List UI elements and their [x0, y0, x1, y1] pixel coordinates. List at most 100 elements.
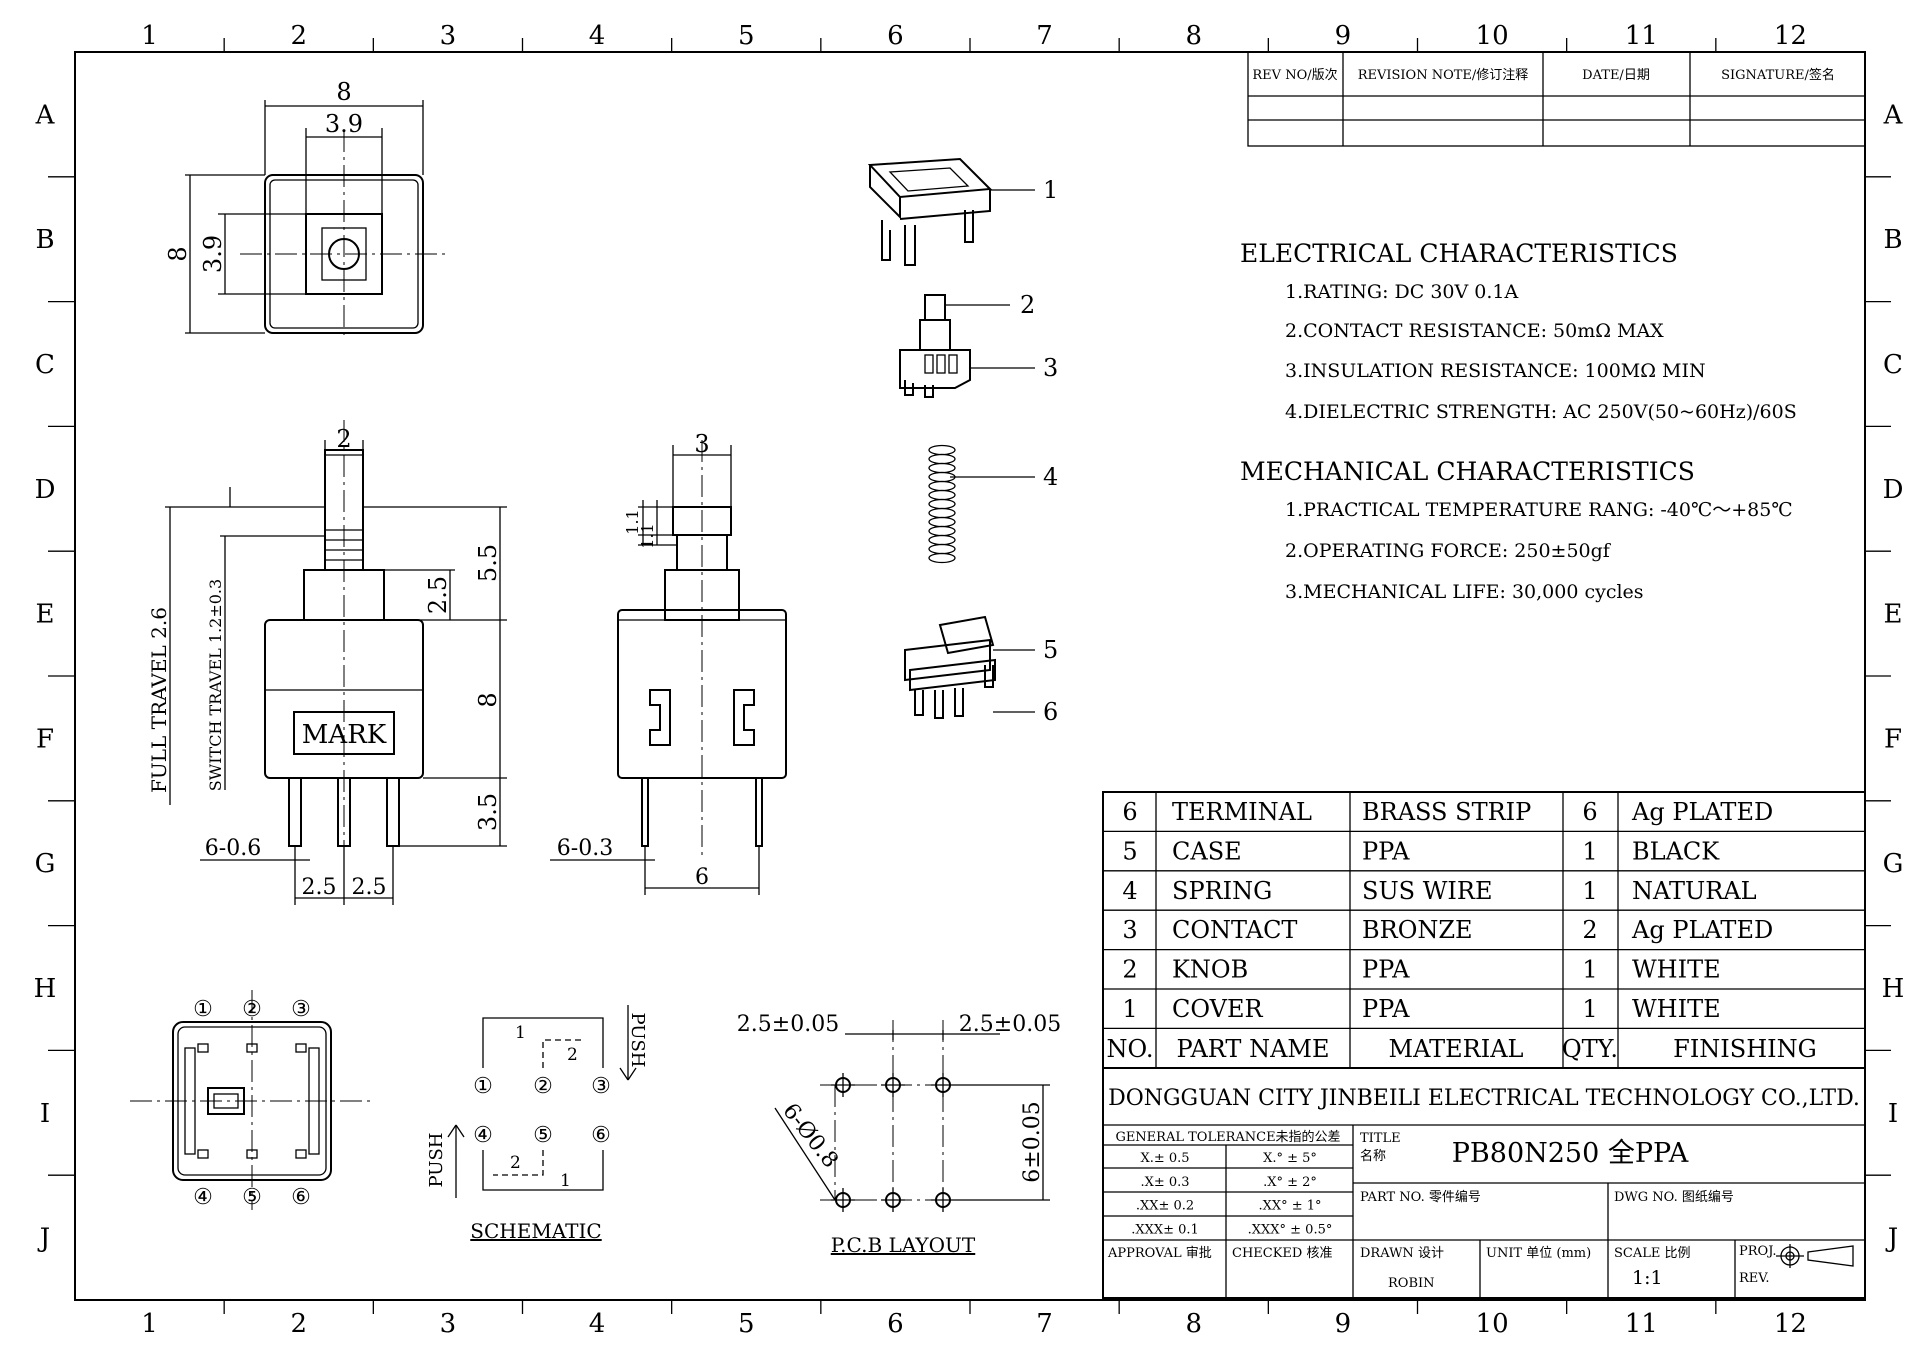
electrical-item-1: 1.RATING: DC 30V 0.1A — [1285, 281, 1519, 303]
dim-pin-pitch-2-5-left: 2.5 — [302, 875, 337, 900]
bom-header-qty: QTY. — [1562, 1035, 1618, 1063]
bom-cell-finishing: NATURAL — [1632, 877, 1757, 905]
schematic-pin-6: ⑥ — [591, 1123, 611, 1148]
grid-col-label: 2 — [290, 1309, 307, 1339]
checked-label: CHECKED 核准 — [1232, 1246, 1332, 1261]
pin-label-1: ① — [193, 997, 213, 1022]
dim-pcb-vertical-6: 6±0.05 — [1020, 1101, 1045, 1182]
schematic-pin-5: ⑤ — [533, 1123, 553, 1148]
bom-cell-no: 3 — [1122, 916, 1137, 944]
grid-col-label: 7 — [1036, 21, 1053, 51]
grid-col-label: 11 — [1625, 1309, 1658, 1339]
spring-coil — [928, 498, 956, 510]
rev-header-no: REV NO/版次 — [1252, 67, 1337, 83]
pin-layout-view: ① ② ③ ④ ⑤ ⑥ — [130, 990, 370, 1210]
dim-top-inner-3-9: 3.9 — [325, 110, 363, 138]
part-callout-6: 6 — [1043, 698, 1058, 726]
spring-coil — [928, 525, 956, 537]
bom-cell-part-name: COVER — [1172, 995, 1263, 1023]
rev-header-signature: SIGNATURE/签名 — [1721, 67, 1835, 83]
bom-cell-part-name: KNOB — [1172, 956, 1248, 984]
spring-coil — [928, 444, 956, 456]
electrical-item-2: 2.CONTACT RESISTANCE: 50mΩ MAX — [1285, 320, 1664, 342]
dim-pin-pitch-2-5-right: 2.5 — [352, 875, 387, 900]
title-label: TITLE — [1360, 1131, 1401, 1146]
dim-pcb-pitch-left: 2.5±0.05 — [737, 1012, 839, 1037]
exploded-parts-view: 1 2 3 4 5 6 — [867, 157, 1058, 726]
pin-label-5: ⑤ — [242, 1185, 262, 1210]
grid-row-label: A — [1883, 100, 1904, 130]
schematic-contact-2-bottom: 2 — [510, 1153, 521, 1173]
bom-header-finishing: FINISHING — [1673, 1035, 1817, 1063]
projection-symbol-icon — [1776, 1244, 1854, 1268]
part-callout-3: 3 — [1043, 354, 1058, 382]
bom-cell-part-name: TERMINAL — [1172, 798, 1312, 826]
bom-cell-qty: 1 — [1582, 837, 1597, 865]
bom-cell-material: BRASS STRIP — [1362, 798, 1531, 826]
schematic-contact-1-top: 1 — [515, 1023, 526, 1043]
front-view-drawing: MARK 2 5.5 8 3.5 2.5 FULL TRAVEL 2.6 SWI… — [147, 420, 507, 905]
tolerance-linear: .X± 0.3 — [1140, 1175, 1189, 1190]
dim-full-travel: FULL TRAVEL 2.6 — [147, 607, 171, 793]
grid-col-label: 3 — [440, 21, 457, 51]
pin-pad — [295, 1043, 307, 1053]
pin-label-2: ② — [242, 997, 262, 1022]
grid-col-label: 6 — [887, 21, 904, 51]
dwg-no-label: DWG NO. 图纸编号 — [1614, 1190, 1734, 1205]
bom-cell-no: 2 — [1122, 956, 1137, 984]
bom-cell-qty: 1 — [1582, 956, 1597, 984]
scale-label: SCALE 比例 — [1614, 1246, 1691, 1261]
pcb-hole — [881, 1073, 905, 1097]
grid-col-label: 1 — [141, 1309, 158, 1339]
bom-cell-part-name: CONTACT — [1172, 916, 1297, 944]
side-view-drawing: 3 1.1 1.1 6-0.3 6 — [550, 430, 787, 895]
grid-col-label: 6 — [887, 1309, 904, 1339]
spring-coil — [928, 462, 956, 474]
electrical-characteristics: ELECTRICAL CHARACTERISTICS 1.RATING: DC … — [1240, 239, 1797, 423]
mechanical-item-1: 1.PRACTICAL TEMPERATURE RANG: -40℃～+85℃ — [1285, 499, 1793, 521]
bom-cell-no: 6 — [1122, 798, 1137, 826]
dim-knob-step-1-1-b: 1.1 — [638, 523, 657, 548]
bom-cell-part-name: SPRING — [1172, 877, 1272, 905]
bom-header-no: NO. — [1107, 1035, 1154, 1063]
grid-col-label: 4 — [589, 1309, 606, 1339]
drawn-label: DRAWN 设计 — [1360, 1246, 1444, 1261]
spring-coil — [928, 480, 956, 492]
pcb-layout-view: 2.5±0.05 2.5±0.05 6±0.05 6-Ø0.8 P.C.B LA… — [737, 1012, 1061, 1257]
grid-col-label: 9 — [1335, 1309, 1352, 1339]
spring-coil — [928, 516, 956, 528]
grid-col-label: 3 — [440, 1309, 457, 1339]
schematic-pin-2: ② — [533, 1074, 553, 1099]
top-view-drawing: 8 3.9 8 3.9 — [164, 78, 450, 340]
schematic-pin-1: ① — [473, 1074, 493, 1099]
bom-cell-no: 1 — [1122, 995, 1137, 1023]
company-name: DONGGUAN CITY JINBEILI ELECTRICAL TECHNO… — [1108, 1086, 1860, 1111]
schematic-diagram: ① ② ③ ④ ⑤ ⑥ 1 2 2 1 PUSH PUSH SCHEMATIC — [426, 1005, 648, 1243]
unit-label: UNIT 单位 (mm) — [1486, 1246, 1591, 1261]
drawing-title: PB80N250 全PPA — [1452, 1138, 1689, 1169]
spring-coil — [928, 534, 956, 546]
spring-coil — [928, 453, 956, 465]
title-block: DONGGUAN CITY JINBEILI ELECTRICAL TECHNO… — [1102, 1067, 1866, 1299]
schematic-pin-4: ④ — [473, 1123, 493, 1148]
part-callout-5: 5 — [1043, 636, 1058, 664]
pin-pad — [295, 1149, 307, 1159]
pcb-hole — [831, 1073, 855, 1097]
dim-body-height-8: 8 — [474, 692, 502, 707]
grid-row-label: G — [1883, 849, 1904, 879]
dim-knob-width-3: 3 — [694, 430, 709, 458]
dim-pcb-pitch-right: 2.5±0.05 — [959, 1012, 1061, 1037]
mechanical-item-2: 2.OPERATING FORCE: 250±50gf — [1285, 540, 1612, 562]
tolerance-linear: .XXX± 0.1 — [1131, 1222, 1199, 1237]
dim-pin-span-6: 6 — [695, 865, 709, 890]
bom-header-material: MATERIAL — [1389, 1035, 1524, 1063]
rev-header-date: DATE/日期 — [1582, 68, 1650, 83]
grid-col-label: 12 — [1774, 1309, 1807, 1339]
dim-pin-width-6-0-6: 6-0.6 — [205, 836, 261, 861]
grid-row-label: I — [40, 1099, 50, 1129]
